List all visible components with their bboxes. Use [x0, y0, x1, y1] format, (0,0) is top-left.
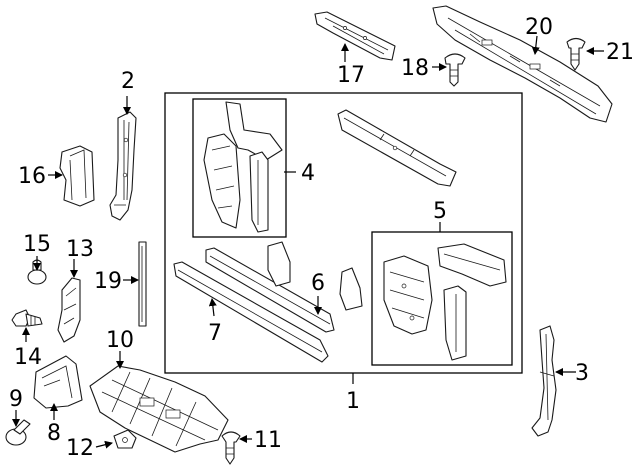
part-4-assembly: [203, 101, 283, 233]
part-19-strip: [138, 241, 147, 327]
part-12-nut: [113, 429, 137, 449]
part-7-lower-tie-bar: [173, 261, 329, 363]
part-2-side-support: [109, 111, 137, 221]
callout-labels: 1 2 3 4 5 6 7 8 9 10 11 12 13 14 15 16 1…: [9, 15, 634, 461]
part-10-splash-shield: [89, 365, 229, 453]
part-3-side-support: [531, 325, 557, 437]
part-21-clip: [566, 37, 586, 71]
leader-20: [531, 35, 540, 55]
part-11-bolt: [221, 431, 241, 465]
callout-16: 16: [18, 164, 46, 189]
part-9-bolt: [5, 419, 31, 446]
part-20-upper-cover: [432, 5, 613, 123]
callout-1: 1: [346, 389, 360, 414]
assembly-box-1: [164, 92, 523, 374]
callout-18: 18: [401, 56, 429, 81]
callout-13: 13: [66, 237, 94, 262]
part-13-bracket: [57, 277, 81, 343]
callout-5: 5: [433, 199, 447, 224]
callout-9: 9: [9, 387, 23, 412]
callout-6: 6: [311, 271, 325, 296]
leader-7: [208, 298, 217, 317]
callout-19: 19: [94, 269, 122, 294]
part-upper-cross-member: [337, 109, 457, 187]
leader-lines: [12, 35, 604, 449]
callout-17: 17: [337, 63, 365, 88]
callout-7: 7: [208, 321, 222, 346]
callout-14: 14: [14, 345, 42, 370]
part-16-bracket: [59, 145, 95, 207]
part-14-bolt: [11, 309, 43, 327]
part-18-clip: [444, 53, 466, 87]
callout-2: 2: [121, 69, 135, 94]
callout-20: 20: [525, 15, 553, 40]
leader-12: [95, 440, 113, 449]
part-17-bracket: [314, 11, 396, 61]
assembly-box-5: [371, 231, 513, 366]
assembly-box-4: [192, 98, 287, 238]
part-6-lower-tie-bar: [205, 241, 363, 333]
callout-10: 10: [106, 328, 134, 353]
callout-4: 4: [301, 161, 315, 186]
part-5-assembly: [383, 243, 507, 361]
callout-11: 11: [254, 428, 282, 453]
callout-8: 8: [47, 421, 61, 446]
callout-3: 3: [575, 361, 589, 386]
callout-21: 21: [606, 40, 634, 65]
part-8-shield: [33, 355, 83, 409]
callout-12: 12: [66, 436, 94, 461]
callout-15: 15: [23, 232, 51, 257]
